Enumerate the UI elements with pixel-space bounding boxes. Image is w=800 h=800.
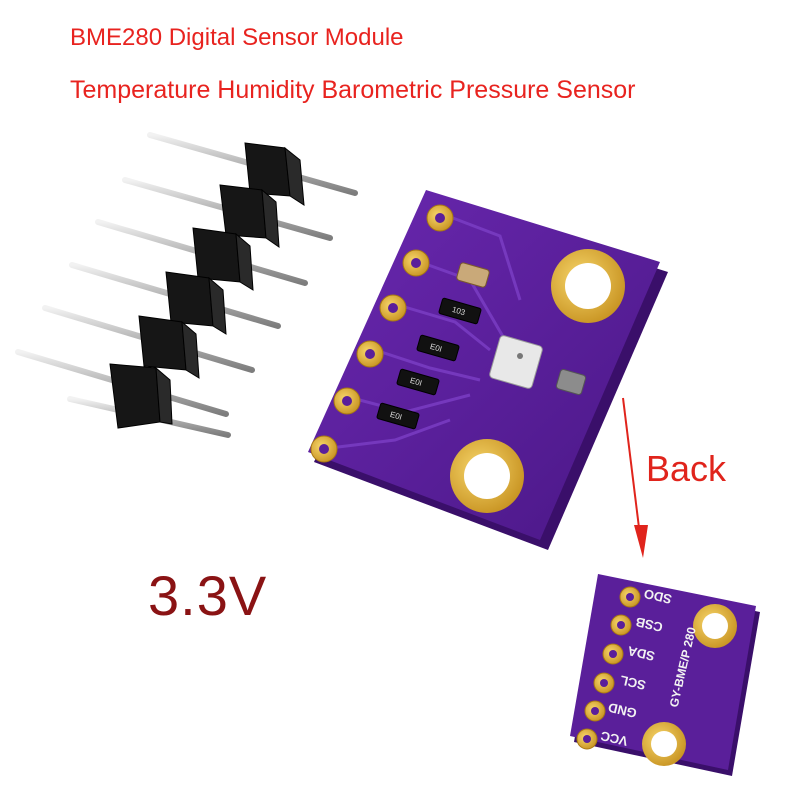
resistors: [376, 297, 482, 430]
resistor-label: E0I: [409, 376, 423, 388]
bme280-sensor-chip: [489, 335, 543, 389]
resistor-label: E0I: [429, 342, 443, 354]
front-pads: [310, 204, 454, 463]
front-board: 103 E0I E0I E0I: [308, 190, 668, 550]
capacitor: [456, 262, 490, 288]
back-arrow: [622, 397, 648, 558]
mounting-holes: [450, 249, 625, 513]
pin-label-vcc: VCC: [599, 728, 630, 749]
pin-label-gnd: GND: [607, 700, 639, 721]
small-capacitor: [555, 369, 587, 395]
title-line-1: BME280 Digital Sensor Module: [70, 24, 404, 51]
voltage-label: 3.3V: [148, 564, 268, 627]
pin-label-sda: SDA: [626, 643, 657, 664]
header-plastic: [109, 142, 305, 429]
pin-label-csb: CSB: [634, 614, 664, 635]
pin-label-scl: SCL: [618, 672, 647, 692]
title-line-2: Temperature Humidity Barometric Pressure…: [70, 76, 636, 104]
resistor-label: E0I: [389, 410, 403, 422]
back-label: Back: [646, 448, 727, 489]
resistor-label: 103: [451, 305, 467, 317]
pin-label-sdo: SDO: [642, 586, 673, 607]
back-board: SDO CSB SDA SCL GND VCC GY-BME/P 280: [570, 574, 760, 776]
pin-header: [15, 132, 358, 438]
